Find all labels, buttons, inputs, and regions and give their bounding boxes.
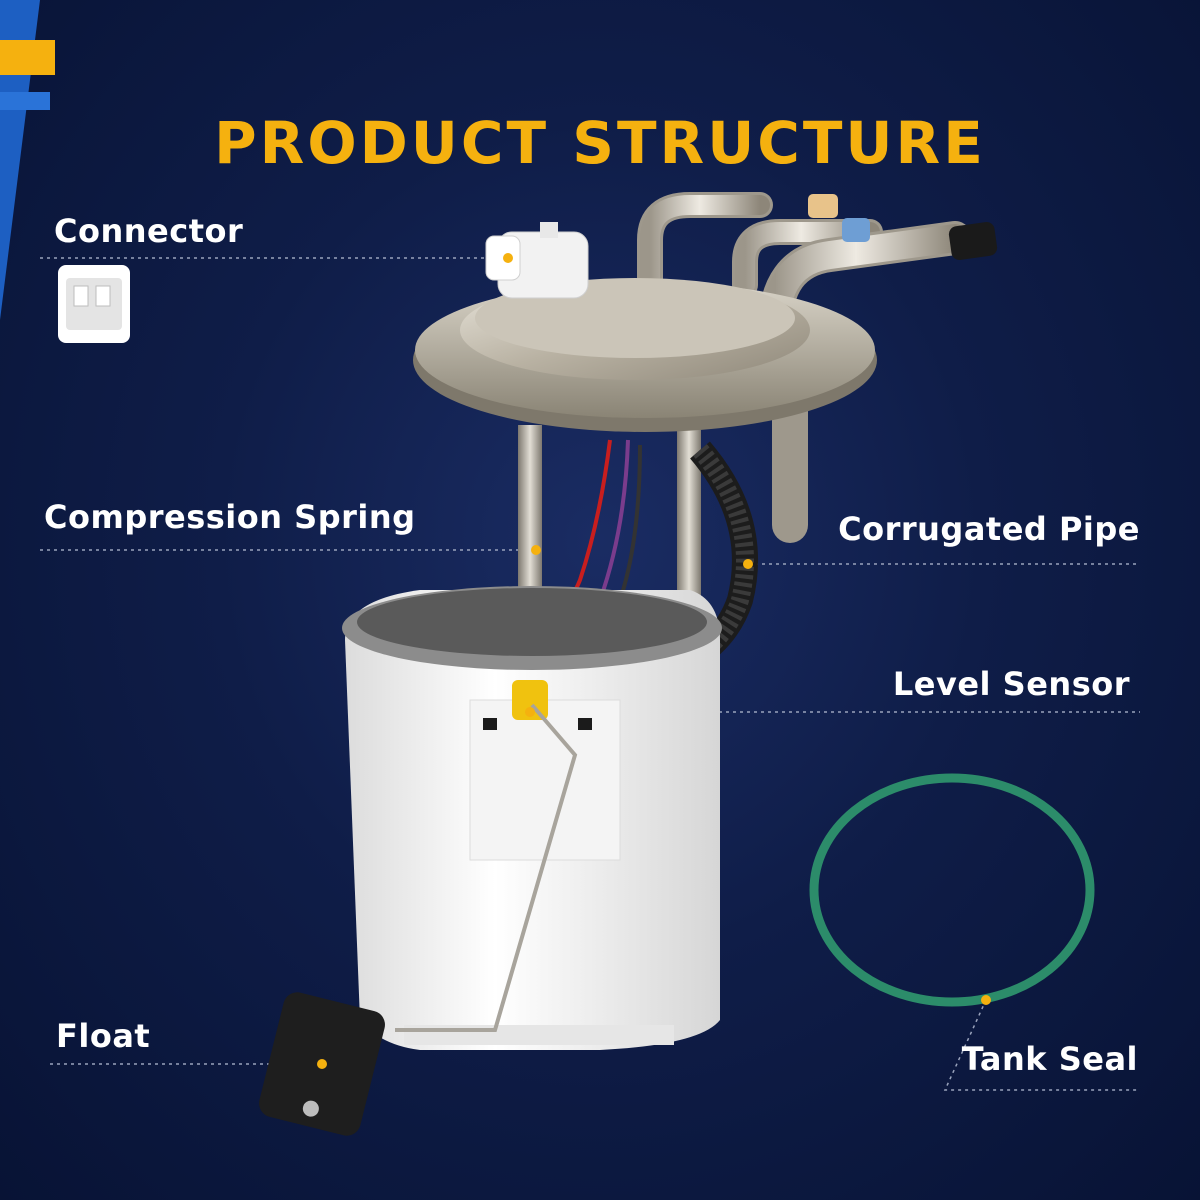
pipe-cap-orange (808, 194, 838, 218)
tank-seal-label: Tank Seal (961, 1040, 1138, 1078)
page-title: PRODUCT STRUCTURE (214, 108, 986, 177)
compression-spring-dot (531, 545, 541, 555)
tank-seal-leader (943, 999, 1140, 1091)
connector-part (485, 222, 589, 299)
corner-decoration (0, 0, 55, 320)
float-arm (395, 703, 578, 1032)
corrugated-pipe-dot (743, 559, 753, 569)
float-label: Float (56, 1017, 151, 1055)
compression-spring (518, 425, 701, 615)
level-sensor-dot (525, 707, 535, 717)
float-dot (317, 1059, 327, 1069)
mounting-flange (413, 278, 877, 432)
pipe-cap-blue (842, 218, 870, 242)
tank-seal-dot (981, 995, 991, 1005)
pump-reservoir (342, 586, 722, 1050)
connector-label: Connector (54, 212, 244, 250)
marker-dots (317, 253, 991, 1069)
connector-thumbnail (58, 265, 130, 343)
level-sensor-label: Level Sensor (892, 665, 1130, 703)
compression-spring-label: Compression Spring (44, 498, 416, 536)
tank-seal-ring (809, 773, 1095, 1007)
pipe-cap-black (948, 221, 998, 261)
connector-dot (503, 253, 513, 263)
corrugated-pipe-label: Corrugated Pipe (838, 510, 1140, 548)
level-sensor-part (512, 680, 548, 720)
